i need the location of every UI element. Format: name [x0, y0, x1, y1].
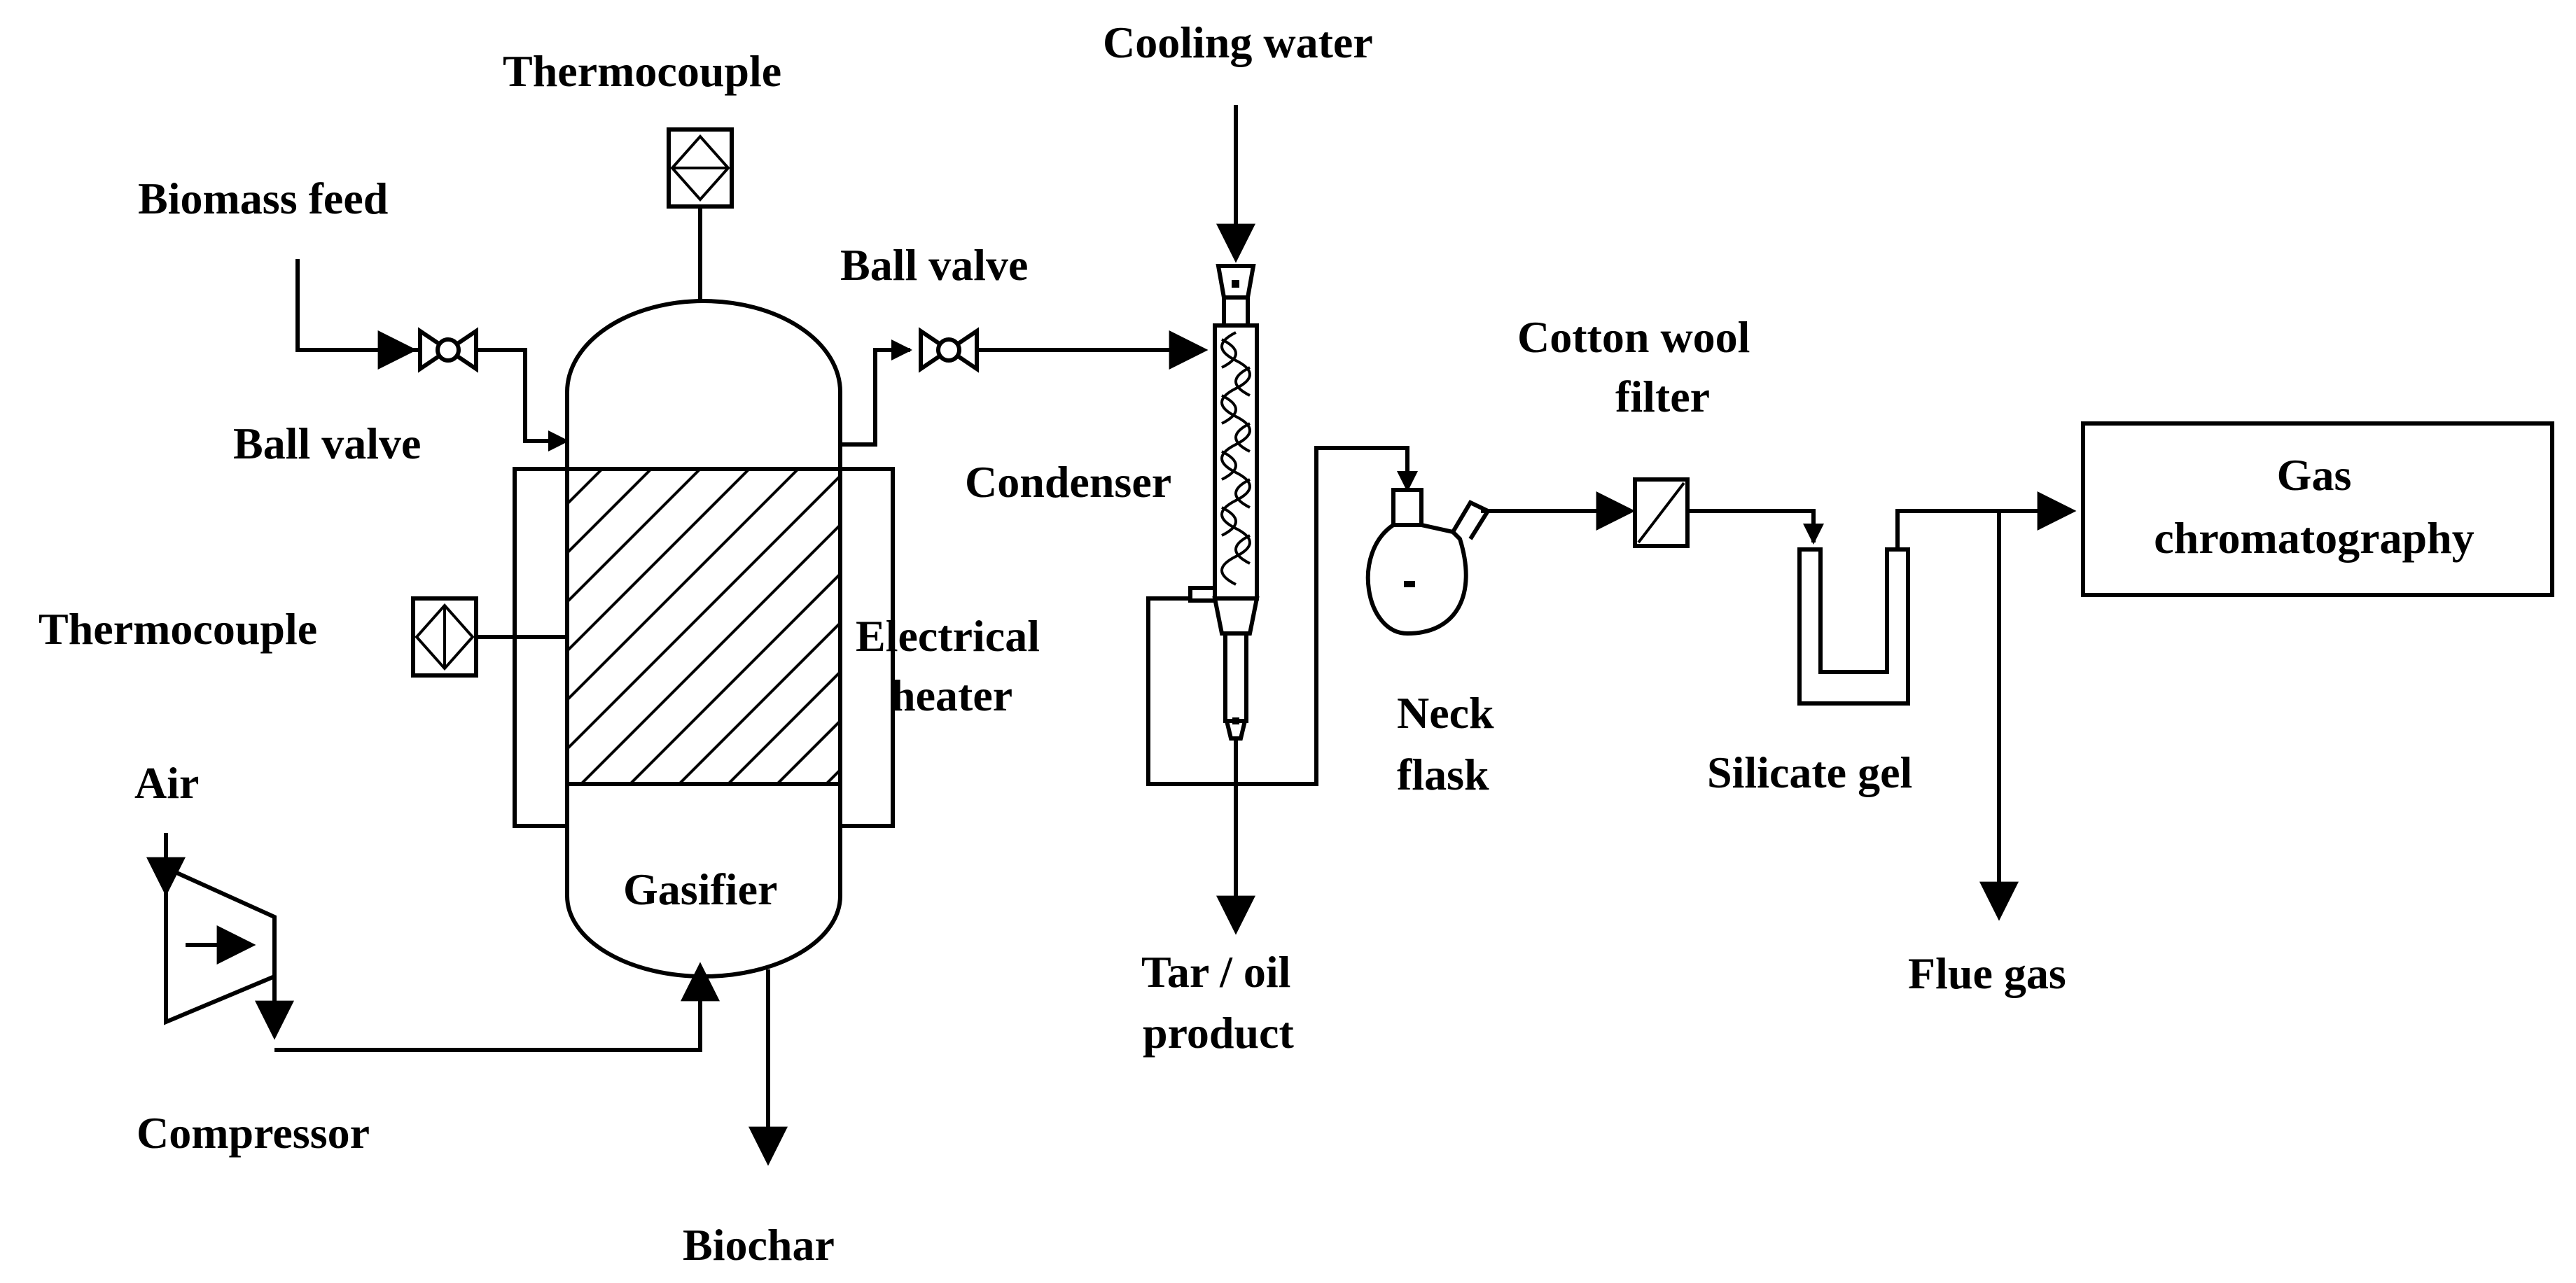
- biomass-feed-line: [295, 259, 569, 451]
- catalyst-bed: [565, 467, 842, 786]
- label-gas-chromatography-2: chromatography: [2154, 513, 2474, 563]
- label-air: Air: [134, 758, 199, 808]
- gas-outlet-line: [840, 330, 1209, 447]
- ball-valve-left: [418, 327, 478, 373]
- label-cooling-water: Cooling water: [1103, 17, 1373, 67]
- label-biochar: Biochar: [683, 1220, 835, 1270]
- condenser: [1188, 264, 1260, 741]
- label-thermocouple-top: Thermocouple: [503, 46, 781, 96]
- thermocouple-side: [411, 596, 567, 678]
- label-cotton-wool-filter-1: Cotton wool: [1517, 312, 1750, 362]
- label-electrical-heater-2: heater: [891, 671, 1012, 720]
- cooling-loop-line: [1146, 446, 1418, 786]
- compressor-to-gasifier-line: [255, 952, 720, 1052]
- electrical-heater-jacket: [513, 467, 895, 828]
- label-biomass-feed: Biomass feed: [138, 174, 388, 223]
- label-condenser: Condenser: [965, 457, 1171, 507]
- compressor: [164, 864, 277, 1025]
- label-silicate-gel: Silicate gel: [1707, 748, 1912, 797]
- label-electrical-heater-1: Electrical: [856, 611, 1040, 661]
- label-ball-valve-right: Ball valve: [840, 240, 1028, 290]
- label-flue-gas: Flue gas: [1908, 948, 2066, 998]
- gas-chromatography-box: [2081, 421, 2554, 597]
- silicate-gel-u-tube: [1797, 547, 1910, 706]
- thermocouple-top: [667, 127, 734, 301]
- label-neck-flask-2: flask: [1397, 750, 1489, 799]
- ball-valve-right: [919, 327, 979, 373]
- label-tar-oil-product-1: Tar / oil: [1141, 947, 1290, 997]
- filter-to-gel-line: [1687, 509, 1824, 545]
- label-gasifier: Gasifier: [623, 864, 777, 914]
- neck-flask: [1365, 488, 1491, 636]
- label-ball-valve-left: Ball valve: [233, 419, 421, 468]
- label-tar-oil-product-2: product: [1143, 1008, 1294, 1058]
- gel-to-gc-line: [1895, 491, 2077, 549]
- label-thermocouple-side: Thermocouple: [39, 604, 317, 654]
- label-compressor: Compressor: [137, 1108, 370, 1158]
- label-cotton-wool-filter-2: filter: [1615, 372, 1710, 421]
- cotton-wool-filter: [1633, 477, 1690, 548]
- label-gas-chromatography-1: Gas: [2277, 450, 2352, 500]
- label-neck-flask-1: Neck: [1397, 688, 1494, 738]
